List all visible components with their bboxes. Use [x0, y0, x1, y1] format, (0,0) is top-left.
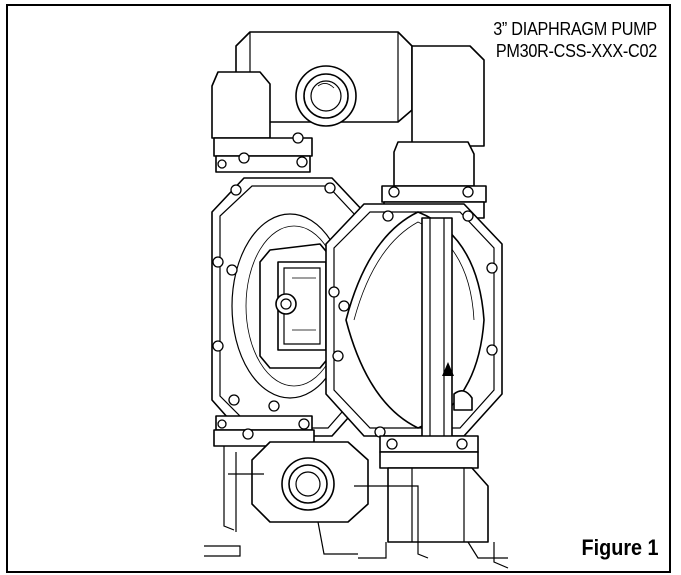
figure-title-block: 3” DIAPHRAGM PUMP PM30R-CSS-XXX-C02 — [493, 18, 657, 62]
diaphragm-pump-illustration — [204, 31, 509, 569]
figure-title: 3” DIAPHRAGM PUMP — [493, 19, 657, 39]
figure-frame: 3” DIAPHRAGM PUMP PM30R-CSS-XXX-C02 Figu… — [6, 4, 671, 573]
model-number: PM30R-CSS-XXX-C02 — [495, 41, 657, 61]
figure-label: Figure 1 — [581, 535, 659, 560]
